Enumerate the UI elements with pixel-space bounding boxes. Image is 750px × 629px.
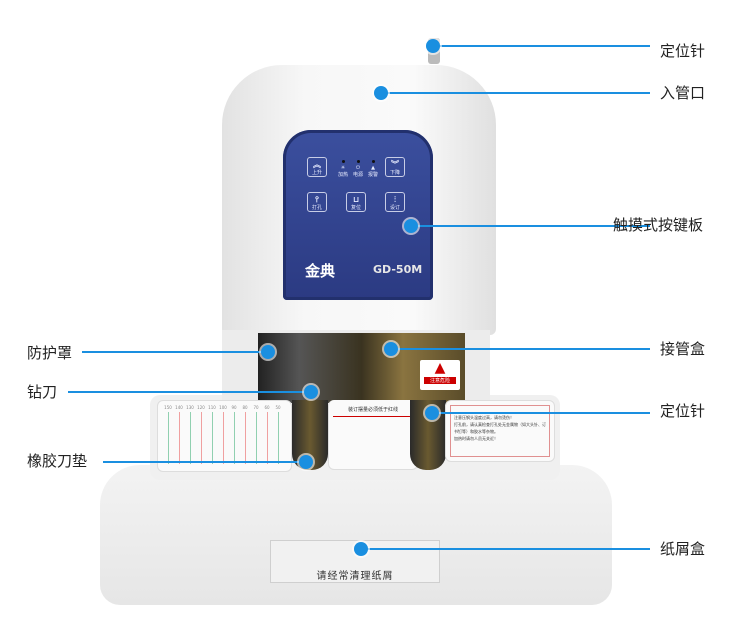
callout-tube-box: 接管盒 bbox=[660, 340, 706, 358]
callout-rubber-pad: 橡胶刀垫 bbox=[27, 452, 88, 470]
callout-scrap-box: 纸屑盒 bbox=[660, 540, 706, 558]
brand-logo: 金典 bbox=[305, 262, 336, 280]
key-up[interactable]: ︽上升 bbox=[307, 157, 327, 177]
callout-dot bbox=[384, 342, 398, 356]
callout-dot bbox=[304, 385, 318, 399]
callout-guard: 防护罩 bbox=[27, 344, 73, 362]
callout-dot bbox=[374, 86, 388, 100]
ruler-tick: 150 bbox=[164, 405, 172, 464]
callout-positioning-pin: 定位针 bbox=[660, 402, 706, 420]
callout-dot bbox=[354, 542, 368, 556]
ruler-tick: 110 bbox=[208, 405, 216, 464]
callout-dot bbox=[299, 455, 313, 469]
touch-keypad-panel: ︽上升 ︾下降 ☀加热 ⏻电源 ▲报警 ⫯打孔 ⊔复位 ⫶设订 金典 GD-50… bbox=[283, 130, 433, 300]
warning-sticker: ▲ 注意危险 bbox=[420, 360, 460, 390]
callout-dot bbox=[261, 345, 275, 359]
ruler-tick: 70 bbox=[252, 405, 260, 464]
callout-positioning-pin-top: 定位针 bbox=[660, 42, 706, 60]
ruler-tick: 60 bbox=[263, 405, 271, 464]
ruler-tick: 50 bbox=[274, 405, 282, 464]
key-down[interactable]: ︾下降 bbox=[385, 157, 405, 177]
ruler-tick: 130 bbox=[186, 405, 194, 464]
ruler-tick: 80 bbox=[241, 405, 249, 464]
ruler-tick: 120 bbox=[197, 405, 205, 464]
callout-drill: 钻刀 bbox=[27, 383, 58, 401]
callout-dot bbox=[425, 406, 439, 420]
key-reset[interactable]: ⊔复位 bbox=[346, 192, 366, 212]
indicator-heat: ☀加热 bbox=[336, 160, 350, 178]
warning-card: 注意压钢头温度过高，请勿烫伤！打孔前，请认真检查打孔处无金属物（如大头针、订书钉… bbox=[445, 400, 555, 462]
callout-dot bbox=[404, 219, 418, 233]
machine-base bbox=[100, 465, 612, 605]
indicator-alarm: ▲报警 bbox=[366, 160, 380, 178]
ruler-tick: 140 bbox=[175, 405, 183, 464]
key-set[interactable]: ⫶设订 bbox=[385, 192, 405, 212]
key-punch[interactable]: ⫯打孔 bbox=[307, 192, 327, 212]
callout-dot bbox=[426, 39, 440, 53]
callout-tube-inlet: 入管口 bbox=[660, 84, 706, 102]
ruler-tick: 90 bbox=[230, 405, 238, 464]
center-card: 装订摆量必须低于红线 bbox=[328, 400, 418, 470]
model-label: GD-50M bbox=[373, 263, 423, 276]
ruler-tick: 100 bbox=[219, 405, 227, 464]
indicator-power: ⏻电源 bbox=[351, 160, 365, 178]
callout-touch-panel: 触摸式按键板 bbox=[613, 216, 704, 234]
